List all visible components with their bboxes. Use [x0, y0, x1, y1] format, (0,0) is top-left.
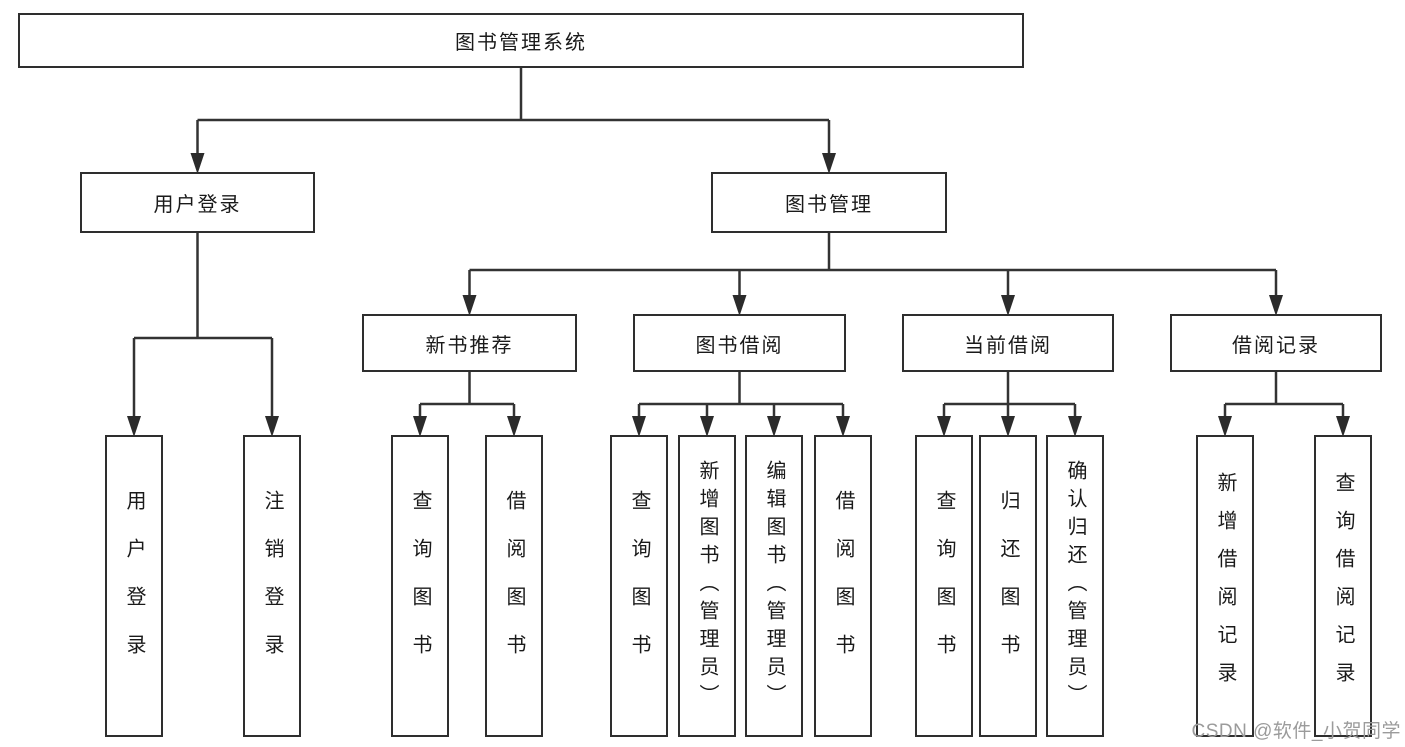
- arrowhead: [413, 416, 427, 437]
- leaf-query-book-recommend: 查询图书: [391, 435, 449, 737]
- leaf-query-borrow-record: 查询借阅记录: [1314, 435, 1372, 737]
- leaf-user-login: 用户登录: [105, 435, 163, 737]
- node-label: 图书借阅: [695, 334, 784, 357]
- leaf-label: 借阅图书: [503, 490, 525, 682]
- node-library-management-system: 图书管理系统: [18, 13, 1024, 68]
- csdn-watermark: CSDN @软件_小贺同学: [1191, 721, 1401, 742]
- arrowhead: [1068, 416, 1082, 437]
- node-label: 借阅记录: [1232, 334, 1320, 357]
- arrowhead: [700, 416, 714, 437]
- node-label: 当前借阅: [964, 334, 1052, 357]
- node-book-management: 图书管理: [711, 172, 947, 233]
- arrowhead: [732, 295, 747, 316]
- arrowhead: [1001, 416, 1015, 437]
- node-label: 图书管理: [785, 194, 873, 216]
- arrowhead: [836, 416, 850, 437]
- node-label: 图书管理系统: [455, 32, 587, 54]
- leaf-borrow-book-recommend: 借阅图书: [485, 435, 543, 737]
- node-current-borrowing: 当前借阅: [902, 314, 1114, 372]
- leaf-label: 归还图书: [997, 490, 1019, 682]
- leaf-label: 确认归还（管理员）: [1064, 460, 1086, 712]
- connector-bor-to-leaves: [637, 372, 845, 418]
- arrowhead: [822, 153, 836, 174]
- leaf-label: 新增借阅记录: [1214, 472, 1236, 700]
- leaf-label: 注销登录: [261, 490, 283, 682]
- leaf-add-book-admin: 新增图书（管理员）: [678, 435, 736, 737]
- node-label: 用户登录: [153, 194, 242, 216]
- arrowhead: [190, 153, 205, 174]
- leaf-logout: 注销登录: [243, 435, 301, 737]
- leaf-query-book-current: 查询图书: [915, 435, 973, 737]
- node-label: 新书推荐: [425, 334, 514, 357]
- connector-root-to-level2: [196, 68, 831, 155]
- connector-login-to-leaves: [132, 233, 274, 418]
- arrowhead: [937, 416, 951, 437]
- leaf-label: 借阅图书: [832, 490, 854, 682]
- node-user-login: 用户登录: [80, 172, 315, 233]
- arrowhead: [632, 416, 646, 437]
- node-new-book-recommend: 新书推荐: [362, 314, 577, 372]
- leaf-query-book-borrowing: 查询图书: [610, 435, 668, 737]
- leaf-label: 编辑图书（管理员）: [763, 460, 785, 712]
- leaf-label: 新增图书（管理员）: [696, 460, 718, 712]
- leaf-label: 查询图书: [628, 490, 650, 682]
- leaf-return-book: 归还图书: [979, 435, 1037, 737]
- arrowhead: [767, 416, 781, 437]
- arrowhead: [507, 416, 521, 437]
- leaf-label: 用户登录: [123, 490, 145, 682]
- leaf-add-borrow-record: 新增借阅记录: [1196, 435, 1254, 737]
- leaf-label: 查询图书: [409, 490, 431, 682]
- arrowhead: [1001, 295, 1015, 316]
- arrowhead: [462, 295, 477, 316]
- node-borrowing-records: 借阅记录: [1170, 314, 1382, 372]
- leaf-confirm-return-admin: 确认归还（管理员）: [1046, 435, 1104, 737]
- arrowhead: [1218, 416, 1232, 437]
- connector-his-to-leaves: [1223, 372, 1345, 418]
- leaf-label: 查询借阅记录: [1332, 472, 1354, 700]
- connector-rec-to-leaves: [418, 372, 516, 418]
- node-book-borrowing: 图书借阅: [633, 314, 846, 372]
- arrowhead: [1269, 295, 1283, 316]
- leaf-edit-book-admin: 编辑图书（管理员）: [745, 435, 803, 737]
- arrowhead: [127, 416, 141, 437]
- leaf-label: 查询图书: [933, 490, 955, 682]
- connector-mgmt-to-level3: [468, 233, 1278, 297]
- connector-cur-to-leaves: [942, 372, 1077, 418]
- leaf-borrow-book: 借阅图书: [814, 435, 872, 737]
- arrowhead: [1336, 416, 1350, 437]
- arrowhead: [265, 416, 279, 437]
